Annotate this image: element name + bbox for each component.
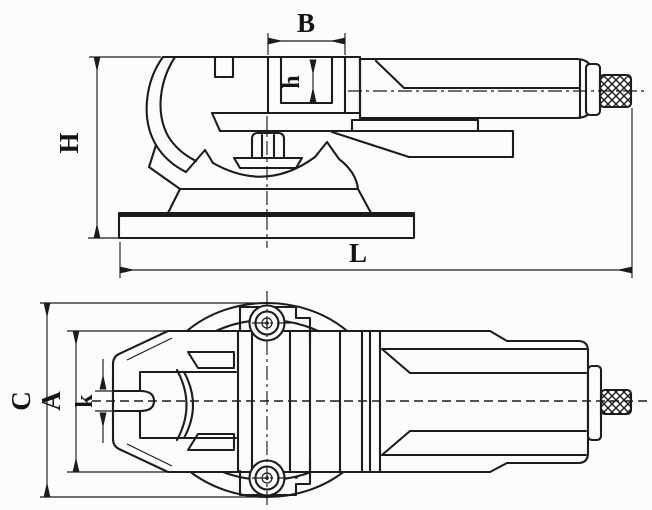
swivel-saddle (184, 140, 360, 191)
slide-rail (210, 111, 515, 159)
knurled-knob-plan (599, 388, 633, 416)
dim-label-A: A (36, 391, 66, 411)
dimension-k: k (72, 359, 121, 443)
curved-jaw-support (145, 55, 198, 191)
dim-label-C: C (6, 391, 36, 411)
swivel-base (166, 187, 373, 215)
clamp-nut (232, 131, 304, 170)
dimension-H: H (54, 56, 161, 239)
screw-end-cap (584, 62, 602, 117)
dim-label-H: H (54, 132, 84, 153)
dim-label-k: k (72, 394, 98, 408)
dimension-C: C (6, 302, 256, 498)
dim-label-B: B (297, 8, 315, 38)
dimension-h: h (279, 59, 317, 103)
alignment-key (111, 389, 156, 413)
dim-label-L: L (349, 238, 367, 268)
ram-details-plan (380, 347, 588, 457)
nose-details (126, 337, 238, 467)
ram-body (358, 55, 594, 120)
clamp-bolt-lugs (238, 305, 312, 497)
jaw-plates (213, 55, 347, 115)
screw-end-cap-plan (586, 364, 603, 442)
top-plan-view: C A k (6, 291, 648, 509)
dimension-B: B (267, 8, 346, 55)
dimension-L: L (119, 108, 633, 278)
dimension-A: A (36, 330, 168, 473)
side-elevation-view: H B h L (54, 8, 646, 278)
dim-label-h: h (279, 75, 305, 88)
